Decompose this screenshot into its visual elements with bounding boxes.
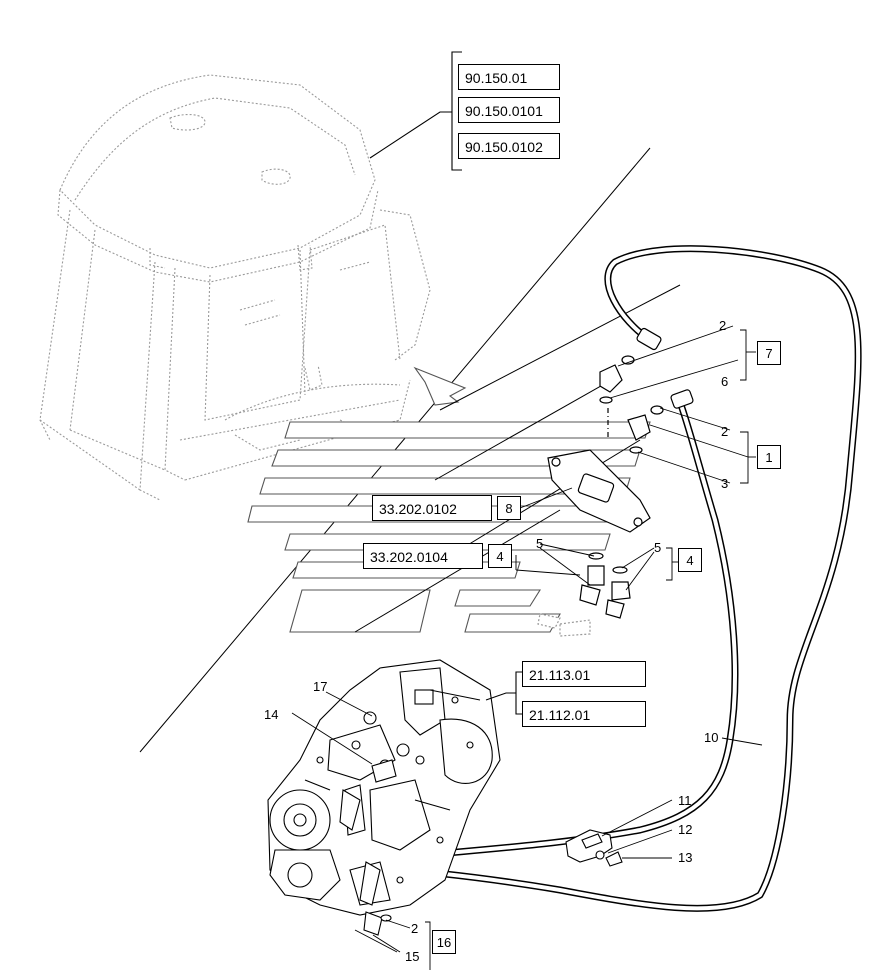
trans-ref-1: 21.113.01: [522, 661, 646, 687]
callout-14: 14: [264, 707, 279, 722]
cab-outline: [39, 74, 431, 501]
trans-refs-bracket: [485, 671, 526, 715]
callout-11: 11: [678, 793, 692, 808]
valve-ref-2: 33.202.0104: [363, 543, 483, 569]
kit-box-right: 4: [678, 548, 702, 572]
hose-fittings: [537, 327, 694, 637]
trans-ref-2: 21.112.01: [522, 701, 646, 727]
callout-12: 12: [678, 822, 693, 837]
callout-13: 13: [678, 850, 693, 865]
cab-refs-bracket: [369, 51, 462, 171]
callout-5-right: 5: [654, 540, 662, 555]
callout-3: 3: [721, 476, 729, 491]
callout-6: 6: [721, 374, 729, 389]
callout-2-upper: 2: [719, 318, 727, 333]
callout-15: 15: [405, 949, 420, 964]
kit-box-upper: 7: [757, 341, 781, 365]
callout-10: 10: [704, 730, 719, 745]
hose-10-core: [373, 246, 861, 911]
valve-ref-1-qty: 8: [497, 496, 521, 520]
transmission: [267, 659, 501, 936]
valve-ref-2-qty: 4: [488, 544, 512, 568]
callout-5-left: 5: [536, 536, 544, 551]
kit-box-middle: 1: [757, 445, 781, 469]
leader-lines: [291, 325, 763, 970]
kit-box-bottom: 16: [432, 930, 456, 954]
cab-ref-3: 90.150.0102: [458, 133, 560, 159]
valve-ref-1: 33.202.0102: [372, 495, 492, 521]
callout-2-bottom: 2: [411, 921, 419, 936]
clamp-parts: [565, 829, 623, 867]
cab-ref-1: 90.150.01: [458, 64, 560, 90]
callout-2-middle: 2: [721, 424, 729, 439]
cab-ref-2: 90.150.0101: [458, 97, 560, 123]
callout-17: 17: [313, 679, 328, 694]
